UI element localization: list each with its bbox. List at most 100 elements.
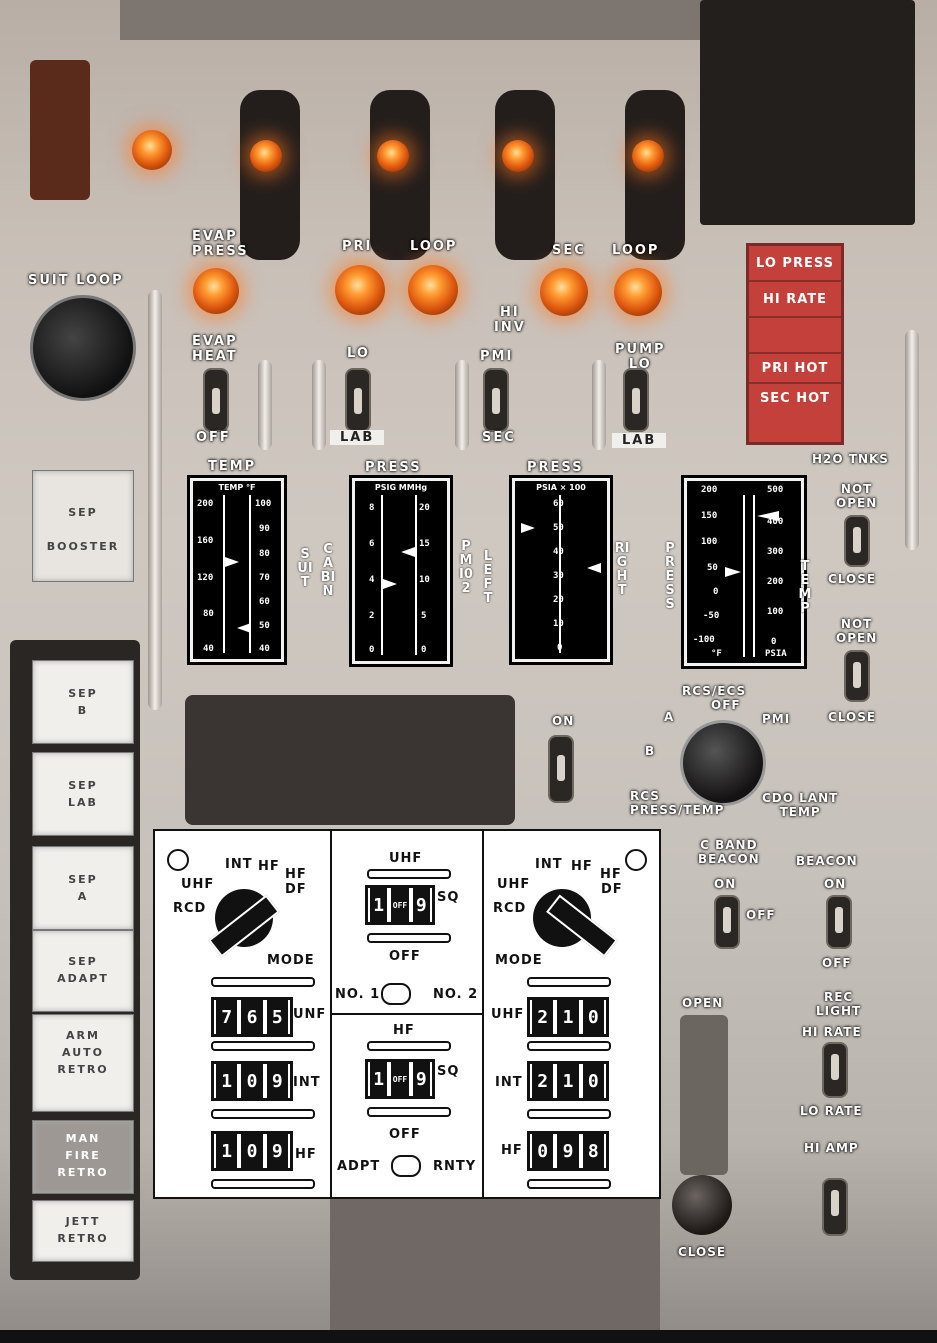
press-gauge: PSIG MMHg 8 6 4 2 0 20 15 10 5 0 xyxy=(352,478,450,664)
evap-press-lamp xyxy=(193,268,239,314)
sep-a-button[interactable]: SEP A xyxy=(32,846,134,930)
radio-middle-divider xyxy=(332,1013,484,1015)
temp-rtick-60: 60 xyxy=(259,597,270,607)
right-knob-int: INT xyxy=(535,857,563,872)
hf-bar-bottom xyxy=(367,1107,451,1117)
radio-section-left xyxy=(155,831,332,1197)
left-vertical-label: LEFT xyxy=(483,549,493,606)
left-knob-int: INT xyxy=(225,857,253,872)
man-fire-retro-button[interactable]: MAN FIRE RETRO xyxy=(32,1120,134,1194)
suit-loop-knob[interactable] xyxy=(30,295,136,401)
temp-rtick-90: 90 xyxy=(259,524,270,534)
temp-rtick-70: 70 xyxy=(259,573,270,583)
suit-loop-label: SUIT LOOP xyxy=(28,273,124,288)
h2o-tank-2-toggle[interactable] xyxy=(844,650,870,702)
left-knob-df: DF xyxy=(285,882,307,897)
lo-rate-label: LO RATE xyxy=(800,1104,863,1118)
hi-rate-label: HI RATE xyxy=(802,1025,862,1039)
rcs-ecs-selector-knob[interactable] xyxy=(680,720,766,806)
guard-rail-6 xyxy=(148,290,162,710)
press-gauge-title: PSIG MMHg xyxy=(374,483,428,492)
switch-guard-4[interactable] xyxy=(625,90,685,260)
beacon-toggle[interactable] xyxy=(826,895,852,949)
right-knob-df: DF xyxy=(601,882,623,897)
hf-digit-off: OFF xyxy=(391,1062,409,1096)
right-counter-int: 2 1 0 xyxy=(527,1061,609,1101)
sep-b-button[interactable]: SEP B xyxy=(32,660,134,744)
warning-hi-rate: HI RATE xyxy=(749,282,841,318)
pri-loop-lamp-1 xyxy=(335,265,385,315)
switch-guard-2[interactable] xyxy=(370,90,430,260)
temp-tick-40: 40 xyxy=(203,644,214,654)
adpt-rnty-switch[interactable] xyxy=(391,1155,421,1177)
no1-no2-switch[interactable] xyxy=(381,983,411,1005)
bottom-edge xyxy=(0,1330,937,1343)
hi-amp-toggle[interactable] xyxy=(822,1178,848,1236)
beacon-off-label: OFF xyxy=(822,956,852,970)
temp-label: TEMP xyxy=(208,459,257,474)
press-vertical-label: PRESS xyxy=(664,541,675,612)
left-int-digit-2: 0 xyxy=(241,1064,263,1098)
h2o-rtick-200: 200 xyxy=(767,577,784,587)
left-hf-digit-2: 0 xyxy=(241,1134,263,1168)
rec-rate-toggle[interactable] xyxy=(822,1042,848,1098)
guard-rail-5 xyxy=(905,330,919,550)
sec-loop-lamp-1 xyxy=(540,268,588,316)
pri-loop-lamp-2 xyxy=(408,265,458,315)
warning-pri-hot: PRI HOT xyxy=(749,354,841,384)
temp-rtick-80: 80 xyxy=(259,549,270,559)
right-counter-uhf: 2 1 0 xyxy=(527,997,609,1037)
sep-adapt-button[interactable]: SEP ADAPT xyxy=(32,930,134,1012)
right-knob-hf1: HF xyxy=(571,859,593,874)
pump-lo-lab-toggle[interactable] xyxy=(623,368,649,432)
sec-loop-lamp-2 xyxy=(614,268,662,316)
jett-retro-button[interactable]: JETT RETRO xyxy=(32,1200,134,1262)
temp-gauge-title: TEMP °F xyxy=(218,483,256,492)
left-knob-hf2: HF xyxy=(285,867,307,882)
psia-tick-60: 60 xyxy=(553,499,564,509)
lever-housing[interactable] xyxy=(680,1015,728,1175)
h2o-gauge: 200 150 100 50 0 -50 -100 500 400 300 20… xyxy=(684,478,804,666)
top-left-switch-housing xyxy=(30,60,90,200)
man-fire-retro-label: MAN FIRE RETRO xyxy=(57,1132,109,1179)
h2o-tick-neg100: -100 xyxy=(693,635,715,645)
press-rtick-5: 5 xyxy=(421,611,427,621)
uhf-digit-2: 9 xyxy=(412,888,430,922)
recorder-on-toggle[interactable] xyxy=(548,735,574,803)
adpt-label: ADPT xyxy=(337,1159,381,1174)
c-band-beacon-toggle[interactable] xyxy=(714,895,740,949)
psia-tick-10: 10 xyxy=(553,619,564,629)
c-band-beacon-label: C BAND BEACON xyxy=(698,838,760,866)
lab-label-1: LAB xyxy=(330,430,385,445)
close-label-1: CLOSE xyxy=(828,572,877,586)
pmi-label: PMI xyxy=(480,349,514,364)
right-knob-uhf: UHF xyxy=(497,877,531,892)
h2o-rtick-300: 300 xyxy=(767,547,784,557)
lever-knob[interactable] xyxy=(672,1175,732,1235)
loop-label-1: LOOP xyxy=(410,239,458,254)
uhf-digit-1: 1 xyxy=(370,888,388,922)
switch-guard-1[interactable] xyxy=(240,90,300,260)
evap-heat-toggle[interactable] xyxy=(203,368,229,432)
press-label-2: PRESS xyxy=(527,460,584,475)
temp-tick-160: 160 xyxy=(197,536,214,546)
c-band-off-label: OFF xyxy=(746,908,776,922)
temp-vertical-label: TEMP xyxy=(798,559,812,616)
lo-lab-toggle[interactable] xyxy=(345,368,371,432)
sep-lab-button[interactable]: SEP LAB xyxy=(32,752,134,836)
arm-auto-retro-button[interactable]: ARM AUTO RETRO xyxy=(32,1014,134,1112)
sep-booster-button[interactable]: SEP BOOSTER xyxy=(32,470,134,582)
sec-label: SEC xyxy=(552,243,586,258)
h2o-unit-f: °F xyxy=(711,649,722,659)
right-counter-int-label: INT xyxy=(495,1075,523,1090)
h2o-tank-1-toggle[interactable] xyxy=(844,515,870,567)
left-counter-int: 1 0 9 xyxy=(211,1061,293,1101)
rec-light-label: REC LIGHT xyxy=(816,990,862,1018)
pmi-sec-toggle[interactable] xyxy=(483,368,509,432)
press-rtick-20: 20 xyxy=(419,503,430,513)
guard-rail-2 xyxy=(312,360,326,450)
h2o-unit-psia: PSIA xyxy=(765,649,787,659)
top-lamp-2 xyxy=(250,140,282,172)
right-uhf-digit-3: 0 xyxy=(582,1000,604,1034)
switch-guard-3[interactable] xyxy=(495,90,555,260)
